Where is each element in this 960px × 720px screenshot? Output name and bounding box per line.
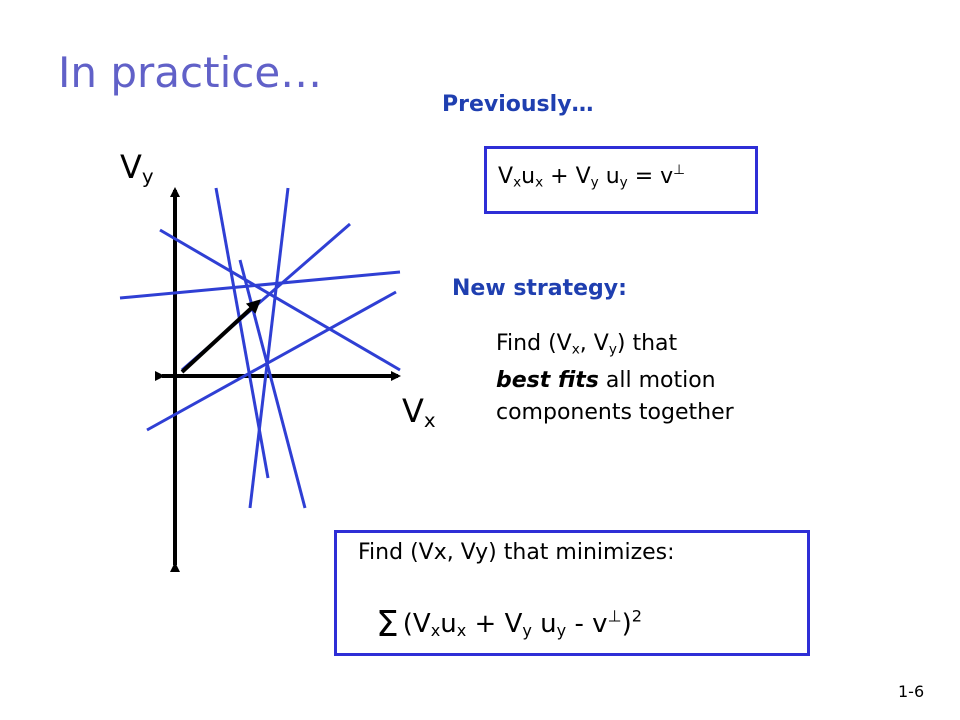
previously-heading: Previously… [442,92,594,117]
constraint-equation: Vxux + Vy uy = v⊥ [498,162,686,191]
constraint-equation-box [484,146,758,214]
vx-axis-label: Vx [402,392,436,432]
strategy-line-1: Find (Vx, Vy) that [496,331,678,358]
constraint-line [248,187,290,509]
strategy-description: Find (Vx, Vy) that best fits all motion … [496,328,734,429]
least-squares-equation: Σ(Vxux + Vy uy - v⊥)2 [376,604,642,645]
page-number: 1-6 [898,682,925,701]
minimize-box [334,530,810,656]
constraint-lines [119,187,401,509]
new-strategy-heading: New strategy: [452,276,627,301]
velocity-vector [180,299,261,374]
constraint-line [146,290,397,432]
constraint-line [119,270,401,300]
best-fits-emphasis: best fits [496,368,599,394]
constraint-line [159,228,401,372]
strategy-line-2: best fits all motion [496,368,716,394]
slide-title: In practice… [58,48,323,97]
strategy-line-3: components together [496,400,734,426]
sigma-symbol: Σ [376,604,399,645]
minimize-intro: Find (Vx, Vy) that minimizes: [358,540,675,565]
vy-axis-label: Vy [120,148,154,188]
